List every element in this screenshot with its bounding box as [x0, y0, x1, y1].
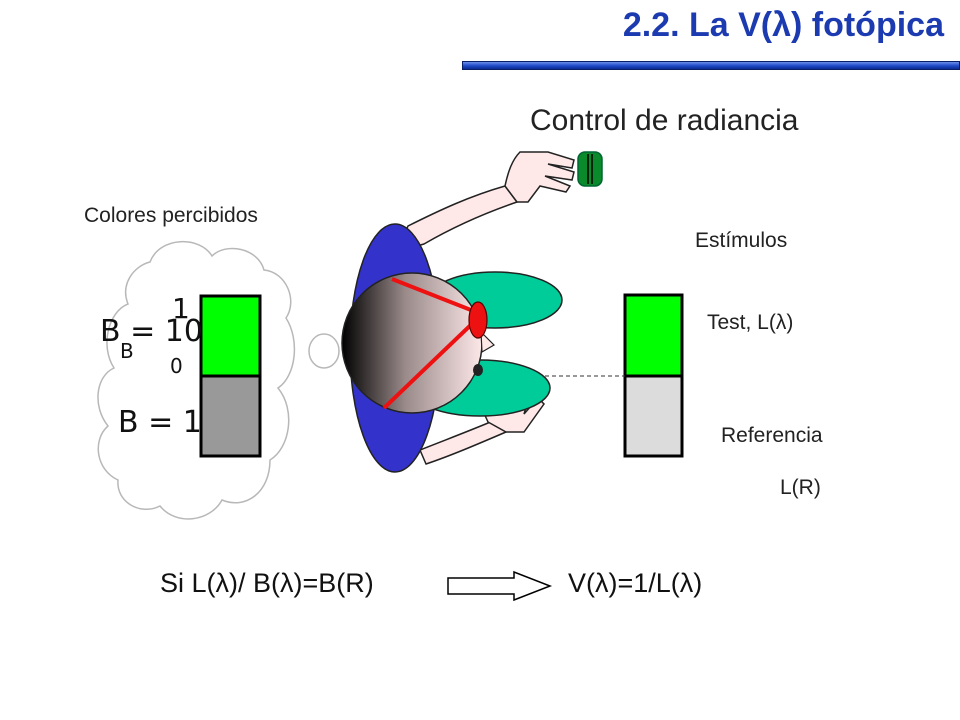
reference-label: Referencia: [721, 424, 823, 447]
radiance-control-label: Control de radiancia: [530, 104, 799, 137]
perceived-test-square: [199, 294, 262, 378]
page-title: 2.2. La V(λ) fotópica: [622, 6, 944, 44]
brightness-reference-label: B = 1: [118, 405, 202, 440]
result-formula: V(λ)=1/L(λ): [568, 568, 703, 598]
implies-arrow-icon: [447, 570, 553, 602]
observer-figure-icon: [341, 151, 575, 473]
test-stimulus-label: Test, L(λ): [707, 311, 794, 334]
reference-luminance-label: L(R): [780, 476, 821, 499]
stimuli-label: Estímulos: [695, 229, 788, 252]
thought-digit-label: 1: [172, 292, 190, 325]
hidden-digit-glyph: 0: [170, 354, 183, 378]
hidden-symbol-glyph: B: [120, 339, 134, 363]
test-stimulus-square: [623, 293, 684, 378]
reference-stimulus-square: [623, 374, 684, 458]
brightness-test-label: B = 10: [100, 314, 203, 349]
thought-cloud-icon: [97, 241, 296, 520]
condition-formula: Si L(λ)/ B(λ)=B(R): [160, 568, 374, 598]
radiance-knob-icon: [577, 151, 603, 187]
perceived-colors-label: Colores percibidos: [84, 204, 258, 227]
perceived-reference-square: [199, 374, 262, 458]
